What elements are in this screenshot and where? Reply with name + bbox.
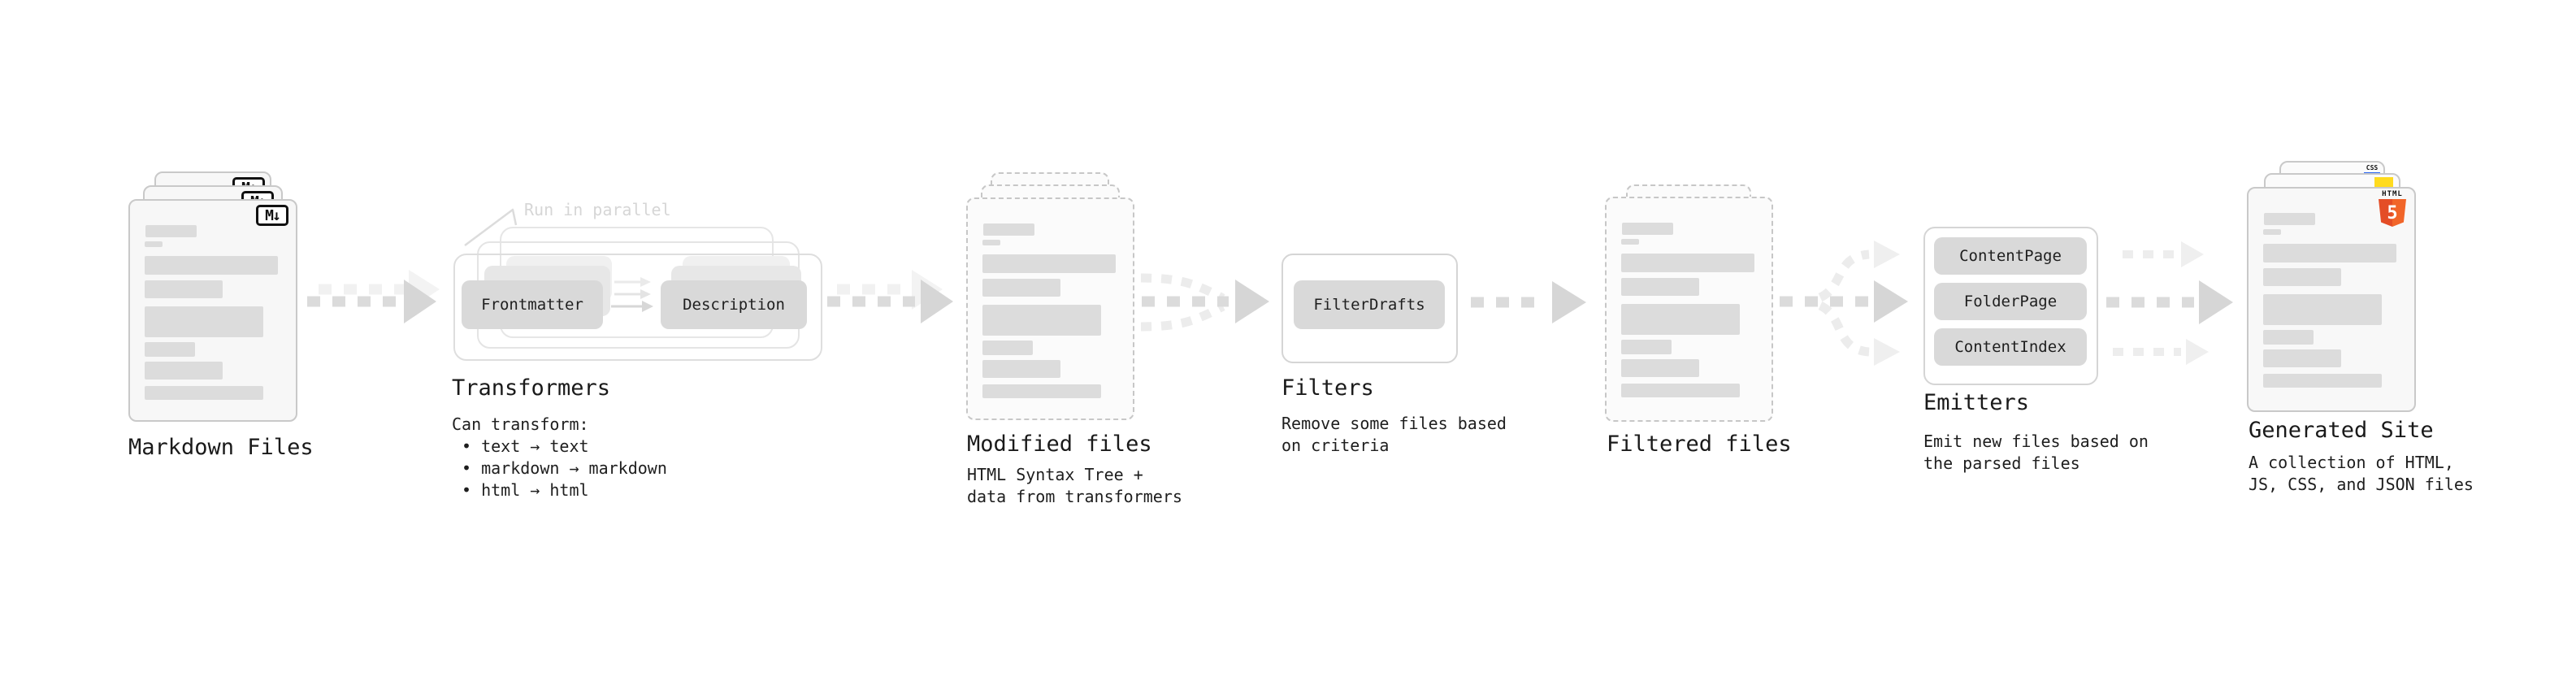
stage-label: Filters <box>1281 375 1374 401</box>
desc-line: • text → text <box>462 436 589 456</box>
markdown-icon: M↓ <box>256 205 288 226</box>
stage-description: Remove some files based on criteria <box>1281 413 1507 457</box>
transformer-node-frontmatter: Frontmatter <box>462 280 603 329</box>
emitter-node-contentpage: ContentPage <box>1934 237 2087 275</box>
annotation-leader-line <box>464 208 518 247</box>
split-arrow <box>1780 241 1908 366</box>
desc-line: Emit new files based on <box>1923 432 2149 451</box>
desc-line: on criteria <box>1281 436 1390 455</box>
emitter-node-contentindex: ContentIndex <box>1934 328 2087 366</box>
emitter-node-folderpage: FolderPage <box>1934 283 2087 320</box>
html5-icon: HTML 5 <box>2378 190 2407 227</box>
transformer-node-description: Description <box>661 280 807 329</box>
merge-arrow <box>1140 273 1269 332</box>
desc-line: Can transform: <box>452 414 589 434</box>
stage-description: Can transform: • text → text • markdown … <box>452 414 667 501</box>
flow-arrow-3 <box>1471 281 1586 323</box>
stage-description: HTML Syntax Tree + data from transformer… <box>967 464 1182 508</box>
desc-line: data from transformers <box>967 487 1182 506</box>
stage-label: Emitters <box>1923 390 2030 415</box>
flow-arrow-1 <box>307 270 440 323</box>
stage-description: A collection of HTML, JS, CSS, and JSON … <box>2249 452 2474 496</box>
stage-label: Transformers <box>452 375 611 401</box>
flow-arrow-4 <box>2106 241 2233 365</box>
stage-label: Filtered files <box>1607 432 1792 457</box>
html5-icon-label: HTML <box>2382 190 2403 198</box>
flow-arrow-2 <box>827 270 953 323</box>
parallel-arrows-icon <box>611 277 653 312</box>
desc-line: Remove some files based <box>1281 414 1507 433</box>
desc-line: JS, CSS, and JSON files <box>2249 475 2474 494</box>
stage-label: Generated Site <box>2249 418 2434 443</box>
filtered-file-card <box>1605 197 1773 422</box>
markdown-file-card: M↓ <box>128 199 297 422</box>
desc-line: HTML Syntax Tree + <box>967 465 1143 484</box>
modified-file-card <box>966 197 1134 420</box>
stage-label: Markdown Files <box>128 435 314 460</box>
run-in-parallel-annotation: Run in parallel <box>524 200 671 219</box>
desc-line: • markdown → markdown <box>462 458 667 478</box>
stage-label: Modified files <box>967 432 1152 457</box>
desc-line: • html → html <box>462 480 589 500</box>
stage-description: Emit new files based on the parsed files <box>1923 431 2149 475</box>
filter-node-filterdrafts: FilterDrafts <box>1294 280 1445 329</box>
transformer-box-front <box>453 254 822 361</box>
html5-shield: 5 <box>2379 199 2406 227</box>
desc-line: the parsed files <box>1923 453 2080 473</box>
desc-line: A collection of HTML, <box>2249 453 2454 472</box>
site-file-card-html: HTML 5 <box>2247 187 2416 412</box>
css-icon-label: CSS <box>2366 164 2379 171</box>
